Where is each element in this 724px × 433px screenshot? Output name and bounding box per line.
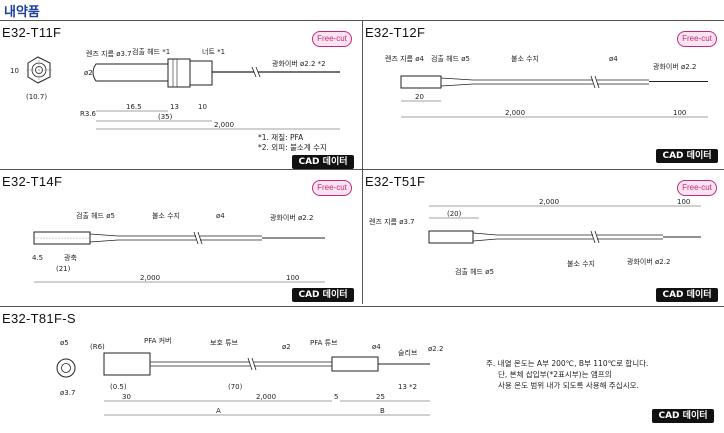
panel-e32-t51f: E32-T51F Free-cut 2,000 100 (20) 렌즈 지름 ø… [363, 169, 724, 306]
dim-0-5: (0.5) [110, 383, 127, 391]
dim-2000: 2,000 [539, 198, 559, 206]
dim-d22: ø2.2 [428, 345, 443, 353]
cad-data-button[interactable]: CAD 데이터 [656, 149, 718, 163]
model-title: E32-T12F [365, 25, 426, 40]
dim-10-7: (10.7) [26, 93, 47, 101]
dim-30: 30 [122, 393, 131, 401]
panel-e32-t12f: E32-T12F Free-cut 렌즈 지름 ø4 검출 헤드 ø5 불소 수… [363, 20, 724, 169]
model-title: E32-T81F-S [2, 311, 76, 326]
dim-2000: 2,000 [505, 109, 525, 117]
head-body [400, 75, 442, 89]
e32-t11f-drawing: 10 (10.7) 렌즈 지름 ø3.7 검출 헤드 *1 너트 *1 광화이버… [10, 47, 340, 130]
sleeve [331, 356, 379, 372]
dim-21: (21) [56, 265, 71, 273]
dim-b: B [380, 407, 385, 415]
dim-d37: ø3.7 [60, 389, 75, 397]
hex-nut-outline [27, 56, 51, 84]
panel-divider [362, 20, 363, 304]
note-line-3: 사용 온도 범위 내가 되도록 사용해 주십시오. [498, 381, 639, 390]
dim-25: 25 [376, 393, 385, 401]
end-view-inner-circle [61, 363, 71, 373]
cad-data-button[interactable]: CAD 데이터 [652, 409, 714, 423]
dim-100: 100 [677, 198, 690, 206]
head-body [92, 63, 169, 82]
resin-label: 불소 수지 [152, 211, 180, 220]
nut-label: 너트 *1 [202, 47, 225, 56]
panel-e32-t11f: E32-T11F Free-cut 10 (10.7) 렌즈 지름 ø3.7 검… [0, 20, 362, 169]
resin-label: 불소 수지 [511, 54, 539, 63]
dim-10b: 10 [198, 103, 207, 111]
dim-5: 5 [334, 393, 338, 401]
dim-2000: 2,000 [214, 121, 234, 129]
free-cut-badge: Free-cut [312, 31, 352, 47]
resin-label: 불소 수지 [567, 259, 595, 268]
model-title: E32-T51F [365, 174, 426, 189]
cad-data-button[interactable]: CAD 데이터 [292, 288, 354, 302]
dim-13: 13 [170, 103, 179, 111]
panel-e32-t14f: E32-T14F Free-cut 검출 헤드 ø5 불소 수지 ø4 광화이버… [0, 169, 362, 306]
model-title: E32-T11F [2, 25, 62, 40]
dim-13: 13 *2 [398, 383, 417, 391]
panel-e32-t81f-s: E32-T81F-S ø5 ø3.7 (R6) PFA 커버 보호 튜브 ø2 … [0, 306, 724, 433]
sleeve-label: 슬리브 [398, 348, 418, 357]
end-view-circle [56, 358, 76, 378]
free-cut-badge: Free-cut [677, 180, 717, 196]
dim-d4: ø4 [609, 55, 618, 63]
note-1: *1. 재질: PFA [258, 133, 304, 142]
dim-r6: (R6) [90, 343, 105, 351]
pfa-cover-label: PFA 커버 [144, 336, 172, 345]
dim-d4: ø4 [372, 343, 381, 351]
head-label: 검출 헤드 ø5 [431, 54, 470, 63]
dim-35: (35) [158, 113, 173, 121]
dim-a: A [216, 407, 221, 415]
dim-16-5: 16.5 [126, 103, 142, 111]
pfa-tube-label: PFA 튜브 [310, 339, 338, 347]
note-line-1: 주. 내열 온도는 A부 200℃, B부 110℃로 합니다. [486, 359, 649, 368]
dim-20: (20) [447, 210, 462, 218]
e32-t51f-drawing: 2,000 100 (20) 렌즈 지름 ø3.7 불소 수지 광화이버 ø2.… [369, 198, 701, 276]
threaded-part [189, 60, 213, 86]
axis-label: 광축 [64, 253, 77, 262]
e32-t14f-drawing: 검출 헤드 ø5 불소 수지 ø4 광화이버 ø2.2 4.5 광축 (21) … [32, 211, 325, 283]
dim-d2: ø2 [84, 69, 93, 77]
head-label: 검출 헤드 ø5 [76, 211, 115, 220]
head-label: 검출 헤드 *1 [132, 47, 170, 56]
dim-100: 100 [286, 274, 299, 282]
note-line-2: 단, 본체 삽입부(*2표시부)는 앰프의 [498, 370, 612, 379]
head-label: 검출 헤드 ø5 [455, 267, 494, 276]
fiber-label: 광화이버 ø2.2 *2 [272, 59, 326, 68]
dim-70: (70) [228, 383, 243, 391]
free-cut-badge: Free-cut [312, 180, 352, 196]
page-title: 내약품 [4, 5, 40, 20]
note-2: *2. 외피: 불소계 수지 [258, 143, 327, 152]
lens-hole-label: 렌즈 지름 ø3.7 [86, 49, 132, 58]
cad-data-button[interactable]: CAD 데이터 [292, 155, 354, 169]
dim-d5: ø5 [60, 339, 69, 347]
dim-10: 10 [10, 67, 19, 75]
lens-hole-label: 렌즈 지름 ø3.7 [369, 217, 415, 226]
fiber-label: 광화이버 ø2.2 [653, 62, 696, 71]
dim-2000: 2,000 [140, 274, 160, 282]
nut-side [167, 58, 191, 88]
lens-hole-label: 렌즈 지름 ø4 [385, 54, 424, 63]
model-title: E32-T14F [2, 174, 63, 189]
e32-t12f-drawing: 렌즈 지름 ø4 검출 헤드 ø5 불소 수지 ø4 광화이버 ø2.2 20 … [385, 54, 708, 118]
pfa-cover [103, 352, 151, 376]
cad-data-button[interactable]: CAD 데이터 [656, 288, 718, 302]
dim-d4: ø4 [216, 212, 225, 220]
dim-100: 100 [673, 109, 686, 117]
fiber-label: 광화이버 ø2.2 [270, 213, 313, 222]
dim-d2: ø2 [282, 343, 291, 351]
protect-tube-label: 보호 튜브 [210, 339, 239, 347]
free-cut-badge: Free-cut [677, 31, 717, 47]
fiber-label: 광화이버 ø2.2 [627, 257, 670, 266]
dim-r: R3.6 [80, 110, 97, 118]
e32-t81f-s-drawing: ø5 ø3.7 (R6) PFA 커버 보호 튜브 ø2 PFA 튜브 ø4 슬… [56, 336, 443, 416]
dim-20: 20 [415, 93, 424, 101]
dim-2000: 2,000 [256, 393, 276, 401]
dim-4-5: 4.5 [32, 254, 43, 262]
head-body [428, 230, 474, 244]
